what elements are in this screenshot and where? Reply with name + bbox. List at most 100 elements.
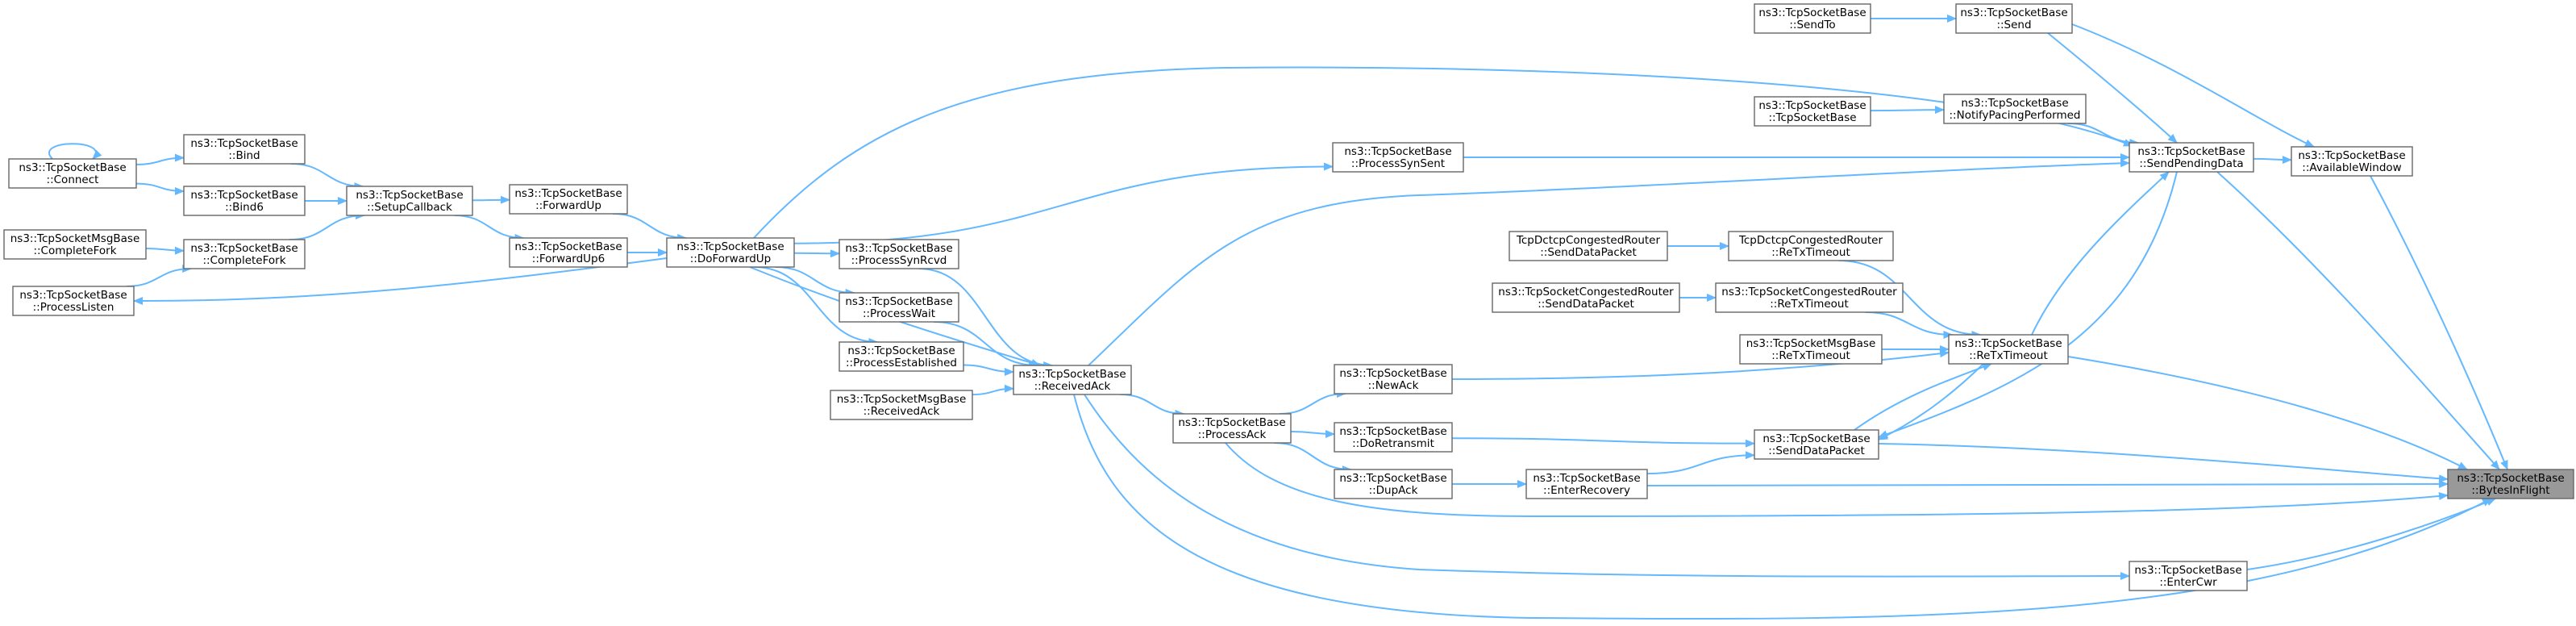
node-class-label: ns3::TcpSocketBase xyxy=(845,242,952,255)
node-box xyxy=(1334,364,1453,394)
node-class-label: ns3::TcpSocketBase xyxy=(1178,416,1285,429)
node-dctcp-retx[interactable]: TcpDctcpCongestedRouter::ReTxTimeout xyxy=(1728,231,1894,261)
node-box xyxy=(839,341,964,372)
node-class-label: ns3::TcpSocketBase xyxy=(2137,145,2245,158)
node-do-forward-up[interactable]: ns3::TcpSocketBase::DoForwardUp xyxy=(666,237,795,268)
node-complete-fork[interactable]: ns3::TcpSocketBase::CompleteFork xyxy=(183,239,306,269)
node-cong-send[interactable]: ns3::TcpSocketCongestedRouter::SendDataP… xyxy=(1492,282,1680,313)
node-class-label: ns3::TcpSocketBase xyxy=(845,295,952,308)
node-received-ack[interactable]: ns3::TcpSocketBase::ReceivedAck xyxy=(1013,365,1132,395)
node-process-ack[interactable]: ns3::TcpSocketBase::ProcessAck xyxy=(1172,413,1292,444)
node-method-label: ::ProcessListen xyxy=(33,301,114,314)
edge-send_pending_data-to-send_data_packet xyxy=(1878,171,2178,438)
node-send[interactable]: ns3::TcpSocketBase::Send xyxy=(1955,3,2073,34)
node-method-label: ::ReceivedAck xyxy=(1034,380,1111,393)
node-box xyxy=(509,184,628,215)
edge-do_forward_up-to-process_established xyxy=(754,266,879,346)
node-bind6[interactable]: ns3::TcpSocketBase::Bind6 xyxy=(183,186,306,216)
node-box xyxy=(1509,231,1668,261)
node-connect[interactable]: ns3::TcpSocketBase::Connect xyxy=(8,158,137,189)
node-setup-callback[interactable]: ns3::TcpSocketBase::SetupCallback xyxy=(346,186,473,216)
node-box xyxy=(3,229,147,260)
node-box xyxy=(12,286,135,316)
edge-complete_fork-to-setup_callback xyxy=(289,211,366,240)
node-method-label: ::ReTxTimeout xyxy=(1770,298,1849,311)
node-box xyxy=(1332,142,1464,173)
node-class-label: ns3::TcpSocketBase xyxy=(514,187,622,200)
node-method-label: ::ProcessWait xyxy=(863,307,935,320)
node-box xyxy=(183,239,306,269)
edge-process_established-to-received_ack xyxy=(963,364,1014,376)
node-class-label: ns3::TcpSocketBase xyxy=(19,289,127,302)
edge-setup_callback-to-forward_up xyxy=(472,195,510,204)
node-new-ack[interactable]: ns3::TcpSocketBase::NewAck xyxy=(1334,364,1453,394)
node-class-label: ns3::TcpSocketBase xyxy=(1339,472,1446,485)
edge-notify_pacing-to-send_pending_data xyxy=(2067,123,2140,147)
edge-msg_complete_fork-to-complete_fork xyxy=(145,246,185,255)
node-box xyxy=(2447,469,2574,499)
node-class-label: ns3::TcpSocketBase xyxy=(19,161,126,174)
node-enter-recovery[interactable]: ns3::TcpSocketBase::EnterRecovery xyxy=(1525,469,1648,499)
edge-send-to-available_window xyxy=(2071,23,2315,148)
edge-process_listen-to-complete_fork xyxy=(126,265,193,287)
node-bind[interactable]: ns3::TcpSocketBase::Bind xyxy=(183,134,306,165)
node-send-data-packet[interactable]: ns3::TcpSocketBase::SendDataPacket xyxy=(1754,429,1879,460)
node-method-label: ::TcpSocketBase xyxy=(1768,111,1856,124)
node-method-label: ::ReTxTimeout xyxy=(1771,349,1850,362)
node-enter-cwr[interactable]: ns3::TcpSocketBase::EnterCwr xyxy=(2129,561,2248,591)
node-process-established[interactable]: ns3::TcpSocketBase::ProcessEstablished xyxy=(839,341,964,372)
node-class-label: ns3::TcpSocketBase xyxy=(1533,472,1640,485)
node-box xyxy=(1754,429,1879,460)
node-layer: ns3::TcpSocketBase::BytesInFlightns3::Tc… xyxy=(3,3,2574,591)
node-box xyxy=(1525,469,1648,499)
edge-tcp_ctor-to-notify_pacing xyxy=(1870,106,1945,115)
node-bytes-in-flight[interactable]: ns3::TcpSocketBase::BytesInFlight xyxy=(2447,469,2574,499)
node-class-label: ns3::TcpSocketBase xyxy=(2457,472,2564,485)
node-msg-retx[interactable]: ns3::TcpSocketMsgBase::ReTxTimeout xyxy=(1739,334,1883,365)
node-class-label: ns3::TcpSocketBase xyxy=(1762,432,1870,445)
node-process-listen[interactable]: ns3::TcpSocketBase::ProcessListen xyxy=(12,286,135,316)
node-box xyxy=(839,239,959,269)
node-class-label: ns3::TcpSocketMsgBase xyxy=(1746,337,1876,350)
node-dctcp-send[interactable]: TcpDctcpCongestedRouter::SendDataPacket xyxy=(1509,231,1668,261)
edge-connect-to-bind6 xyxy=(135,182,185,195)
node-process-wait[interactable]: ns3::TcpSocketBase::ProcessWait xyxy=(839,292,959,323)
node-tcp-ctor[interactable]: ns3::TcpSocketBase::TcpSocketBase xyxy=(1754,96,1871,127)
edge-send_pending_data-to-available_window xyxy=(2253,156,2292,165)
node-method-label: ::SendPendingData xyxy=(2139,157,2243,170)
node-method-label: ::DupAck xyxy=(1369,484,1418,497)
node-retx-timeout[interactable]: ns3::TcpSocketBase::ReTxTimeout xyxy=(1948,334,2069,365)
node-method-label: ::ReTxTimeout xyxy=(1771,246,1850,259)
node-msg-received-ack[interactable]: ns3::TcpSocketMsgBase::ReceivedAck xyxy=(830,390,973,420)
node-process-syn-sent[interactable]: ns3::TcpSocketBase::ProcessSynSent xyxy=(1332,142,1464,173)
edge-do_retransmit-to-send_data_packet xyxy=(1451,437,1755,448)
node-box xyxy=(2129,142,2254,173)
node-box xyxy=(2291,146,2413,177)
node-box xyxy=(2129,561,2248,591)
node-method-label: ::ProcessSynRcvd xyxy=(851,254,947,267)
node-cong-retx[interactable]: ns3::TcpSocketCongestedRouter::ReTxTimeo… xyxy=(1715,282,1904,313)
node-forward-up[interactable]: ns3::TcpSocketBase::ForwardUp xyxy=(509,184,628,215)
node-dup-ack[interactable]: ns3::TcpSocketBase::DupAck xyxy=(1334,469,1453,499)
node-class-label: ns3::TcpSocketBase xyxy=(1758,99,1866,112)
node-class-label: ns3::TcpSocketBase xyxy=(1954,337,2062,350)
node-notify-pacing[interactable]: ns3::TcpSocketBase::NotifyPacingPerforme… xyxy=(1943,94,2087,124)
node-box xyxy=(509,237,628,268)
edge-do_forward_up-to-process_syn_rcvd xyxy=(793,249,840,258)
edge-layer xyxy=(48,15,2508,620)
node-class-label: ns3::TcpSocketBase xyxy=(1018,368,1126,381)
node-msg-complete-fork[interactable]: ns3::TcpSocketMsgBase::CompleteFork xyxy=(3,229,147,260)
node-send-pending-data[interactable]: ns3::TcpSocketBase::SendPendingData xyxy=(2129,142,2254,173)
node-class-label: ns3::TcpSocketMsgBase xyxy=(837,393,967,406)
node-method-label: ::EnterCwr xyxy=(2159,576,2217,589)
edge-process_ack-to-dup_ack xyxy=(1274,442,1352,474)
node-do-retransmit[interactable]: ns3::TcpSocketBase::DoRetransmit xyxy=(1334,422,1453,453)
node-send-to[interactable]: ns3::TcpSocketBase::SendTo xyxy=(1754,3,1871,34)
node-available-window[interactable]: ns3::TcpSocketBase::AvailableWindow xyxy=(2291,146,2413,177)
node-class-label: ns3::TcpSocketBase xyxy=(190,242,298,255)
node-method-label: ::ProcessSynSent xyxy=(1351,157,1445,170)
node-method-label: ::BytesInFlight xyxy=(2471,484,2549,497)
node-method-label: ::ForwardUp6 xyxy=(532,252,605,265)
node-forward-up6[interactable]: ns3::TcpSocketBase::ForwardUp6 xyxy=(509,237,628,268)
node-process-syn-rcvd[interactable]: ns3::TcpSocketBase::ProcessSynRcvd xyxy=(839,239,959,269)
